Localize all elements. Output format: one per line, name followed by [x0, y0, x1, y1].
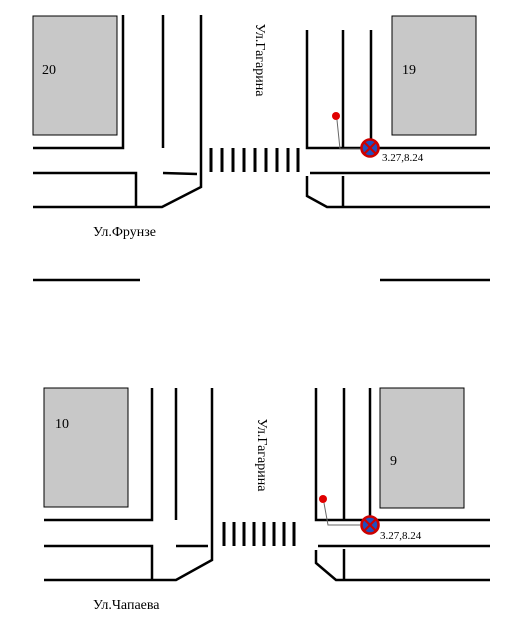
- sign-label-top: 3.27,8.24: [382, 152, 424, 164]
- street-label-gagarina-top: Ул.Гагарина: [252, 24, 267, 98]
- intersection-bottom: 10 9 Ул.Гагарина Ул.Чапаев: [43, 387, 490, 613]
- building-20: [32, 15, 118, 136]
- building-10: [43, 387, 129, 508]
- intersection-top: 20 19 Ул.: [32, 15, 490, 282]
- no-stopping-sign-icon-top: [360, 138, 380, 158]
- pin-marker-bottom: [319, 495, 360, 526]
- pin-marker-top: [332, 112, 361, 150]
- no-stopping-sign-icon-bottom: [360, 515, 380, 535]
- crosswalk-bottom: [222, 522, 296, 546]
- building-9: [379, 387, 465, 509]
- street-label-chapaeva: Ул.Чапаева: [93, 598, 160, 613]
- building-9-number: 9: [390, 454, 397, 469]
- street-label-frunze: Ул.Фрунзе: [93, 225, 156, 240]
- building-19-number: 19: [402, 63, 416, 78]
- building-19: [391, 15, 477, 136]
- sign-label-bottom: 3.27,8.24: [380, 530, 422, 542]
- street-label-gagarina-bottom: Ул.Гагарина: [254, 419, 269, 493]
- building-20-number: 20: [42, 63, 56, 78]
- road-edges-top: [33, 15, 490, 282]
- road-edges-bottom: [44, 388, 490, 582]
- crosswalk-top: [209, 148, 300, 172]
- building-10-number: 10: [55, 417, 69, 432]
